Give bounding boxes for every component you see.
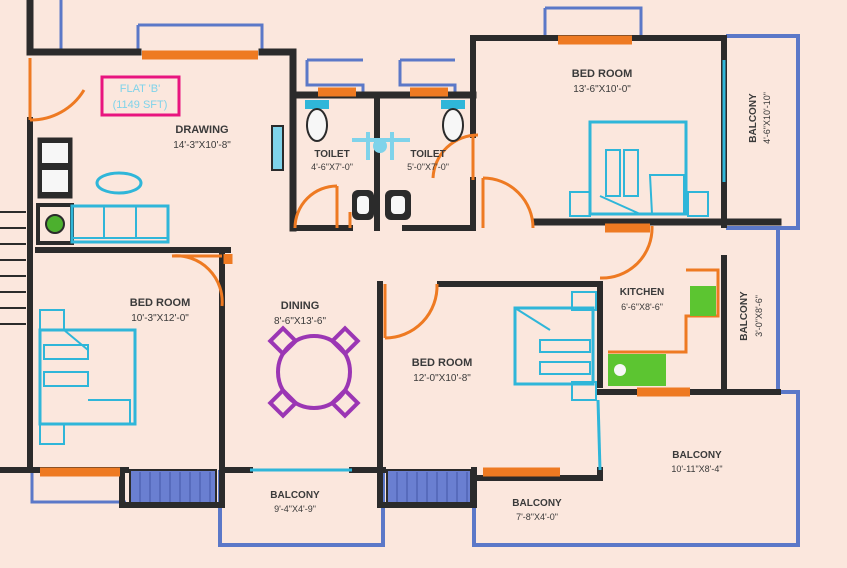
balcony-right-name: BALCONY (748, 93, 759, 143)
drawing-furniture (36, 125, 284, 245)
kitchen-name: KITCHEN (620, 287, 664, 298)
doors (28, 58, 654, 340)
dining-size: 8'-6"X13'-6" (274, 316, 327, 327)
drawing-size: 14'-3"X10'-8" (173, 140, 231, 151)
bedroom1-size: 13'-6"X10'-0" (573, 84, 631, 95)
balcony-kitchen-name: BALCONY (739, 291, 750, 341)
balcony-bottom-1-size: 9'-4"X4'-9" (274, 504, 316, 514)
dining-table (267, 325, 361, 419)
windows (40, 35, 726, 477)
sink-icon (614, 364, 626, 376)
toilet1-name: TOILET (314, 149, 349, 160)
staircase (0, 211, 26, 325)
kitchen-size: 6'-6"X8'-6" (621, 302, 663, 312)
flat-label-box: FLAT 'B' (1149 SFT) (100, 75, 181, 117)
sofa (70, 204, 170, 244)
kitchen-counter (608, 268, 720, 386)
flat-name: FLAT 'B' (120, 83, 160, 95)
toilet2-size: 5'-0"X7'-0" (407, 162, 449, 172)
balcony-bottom-2-name: BALCONY (512, 498, 562, 509)
toilet-fixtures (305, 100, 465, 220)
bedroom1-name: BED ROOM (572, 68, 633, 80)
balcony-bottom-right-name: BALCONY (672, 450, 722, 461)
room-labels: DRAWING 14'-3"X10'-8" TOILET 4'-6"X7'-0"… (130, 68, 772, 522)
bed-bedroom1 (569, 120, 709, 217)
bedroom2-name: BED ROOM (130, 297, 191, 309)
balcony-bottom-right-outline (472, 390, 800, 547)
sliding-doors (129, 469, 472, 504)
flat-area: (1149 SFT) (113, 99, 168, 111)
balcony-right-outline (726, 34, 800, 230)
bed-bedroom2 (38, 309, 137, 445)
toilet1-size: 4'-6"X7'-0" (311, 162, 353, 172)
plant-icon (45, 214, 65, 234)
bedroom3-size: 12'-0"X10'-8" (413, 373, 471, 384)
coffee-table (95, 171, 143, 195)
bedroom3-name: BED ROOM (412, 357, 473, 369)
drawing-name: DRAWING (175, 124, 228, 136)
balcony-kitchen-size: 3'-0"X8'-6" (754, 295, 764, 337)
bedroom2-size: 10'-3"X12'-0" (131, 313, 189, 324)
dining-name: DINING (281, 300, 320, 312)
balcony-bottom-2-size: 7'-8"X4'-0" (516, 512, 558, 522)
balcony-right-size: 4'-6"X10'-10" (762, 92, 772, 144)
balcony-bottom-1-name: BALCONY (270, 490, 320, 501)
balcony-bottom-right-size: 10'-11"X8'-4" (671, 464, 722, 474)
toilet2-name: TOILET (410, 149, 445, 160)
tv-unit (271, 125, 284, 171)
bed-bedroom3 (513, 291, 597, 401)
